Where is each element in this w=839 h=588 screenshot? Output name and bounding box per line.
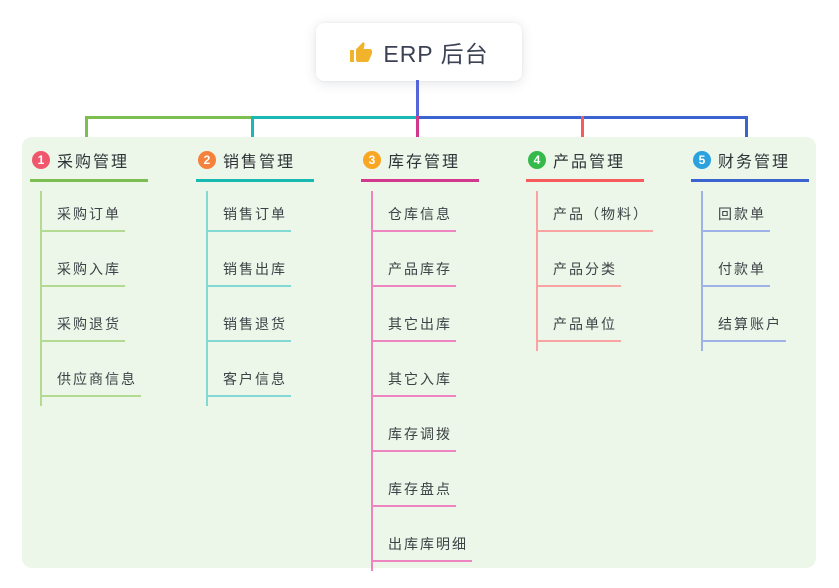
branch-label: 产品管理	[553, 154, 626, 171]
branch-children: 回款单付款单结算账户	[701, 205, 839, 342]
branch-header-1[interactable]: 1 采购管理	[30, 148, 148, 182]
rail-segment-purchase	[85, 116, 254, 119]
child-node[interactable]: 其它入库	[371, 370, 456, 397]
child-node[interactable]: 库存调拨	[371, 425, 456, 452]
child-node[interactable]: 产品（物料）	[536, 205, 653, 232]
branch-drop-line	[85, 116, 88, 146]
branch-children: 仓库信息产品库存其它出库其它入库库存调拨库存盘点出库库明细	[371, 205, 511, 562]
child-node[interactable]: 客户信息	[206, 370, 291, 397]
branch-label: 销售管理	[223, 154, 296, 171]
root-stem-line	[416, 80, 419, 119]
child-node[interactable]: 采购入库	[40, 260, 125, 287]
root-node[interactable]: ERP 后台	[316, 23, 522, 81]
branch-label: 财务管理	[718, 154, 791, 171]
branch-drop-line	[745, 116, 748, 146]
branch-number-badge: 1	[32, 151, 50, 169]
branch-label: 库存管理	[388, 154, 461, 171]
branch-3: 3 库存管理仓库信息产品库存其它出库其它入库库存调拨库存盘点出库库明细	[361, 148, 511, 571]
child-node[interactable]: 产品分类	[536, 260, 621, 287]
branch-trunk-line	[206, 191, 208, 406]
thumbs-up-icon	[349, 41, 373, 65]
branch-number-badge: 2	[198, 151, 216, 169]
root-title: ERP 后台	[383, 41, 489, 67]
branch-children: 产品（物料） 产品分类产品单位	[536, 205, 676, 342]
child-node[interactable]: 销售退货	[206, 315, 291, 342]
branch-number-badge: 5	[693, 151, 711, 169]
child-node[interactable]: 采购订单	[40, 205, 125, 232]
branch-number-badge: 4	[528, 151, 546, 169]
child-node[interactable]: 产品库存	[371, 260, 456, 287]
board-background: 1 采购管理采购订单采购入库采购退货供应商信息 2 销售管理销售订单销售出库销售退货客…	[22, 137, 816, 571]
child-node[interactable]: 付款单	[701, 260, 770, 287]
branch-children: 销售订单销售出库销售退货客户信息	[206, 205, 346, 397]
branch-header-5[interactable]: 5 财务管理	[691, 148, 809, 182]
branch-2: 2 销售管理销售订单销售出库销售退货客户信息	[196, 148, 346, 406]
branch-1: 1 采购管理采购订单采购入库采购退货供应商信息	[30, 148, 180, 406]
branch-drop-line	[416, 116, 419, 146]
rail-segment-sales	[251, 116, 417, 119]
branch-trunk-line	[371, 191, 373, 571]
branch-header-4[interactable]: 4 产品管理	[526, 148, 644, 182]
branch-label: 采购管理	[57, 154, 130, 171]
child-node[interactable]: 产品单位	[536, 315, 621, 342]
branch-trunk-line	[536, 191, 538, 351]
branch-header-3[interactable]: 3 库存管理	[361, 148, 479, 182]
branch-header-2[interactable]: 2 销售管理	[196, 148, 314, 182]
branch-children: 采购订单采购入库采购退货供应商信息	[40, 205, 180, 397]
branch-trunk-line	[40, 191, 42, 406]
child-node[interactable]: 仓库信息	[371, 205, 456, 232]
branch-4: 4 产品管理产品（物料） 产品分类产品单位	[526, 148, 676, 351]
child-node[interactable]: 库存盘点	[371, 480, 456, 507]
child-node[interactable]: 其它出库	[371, 315, 456, 342]
child-node[interactable]: 回款单	[701, 205, 770, 232]
child-node[interactable]: 结算账户	[701, 315, 786, 342]
branch-drop-line	[581, 116, 584, 146]
branch-drop-line	[251, 116, 254, 146]
child-node[interactable]: 销售订单	[206, 205, 291, 232]
branch-trunk-line	[701, 191, 703, 351]
child-node[interactable]: 采购退货	[40, 315, 125, 342]
child-node[interactable]: 销售出库	[206, 260, 291, 287]
branch-number-badge: 3	[363, 151, 381, 169]
child-node[interactable]: 出库库明细	[371, 535, 472, 562]
branch-5: 5 财务管理回款单付款单结算账户	[691, 148, 839, 351]
child-node[interactable]: 供应商信息	[40, 370, 141, 397]
